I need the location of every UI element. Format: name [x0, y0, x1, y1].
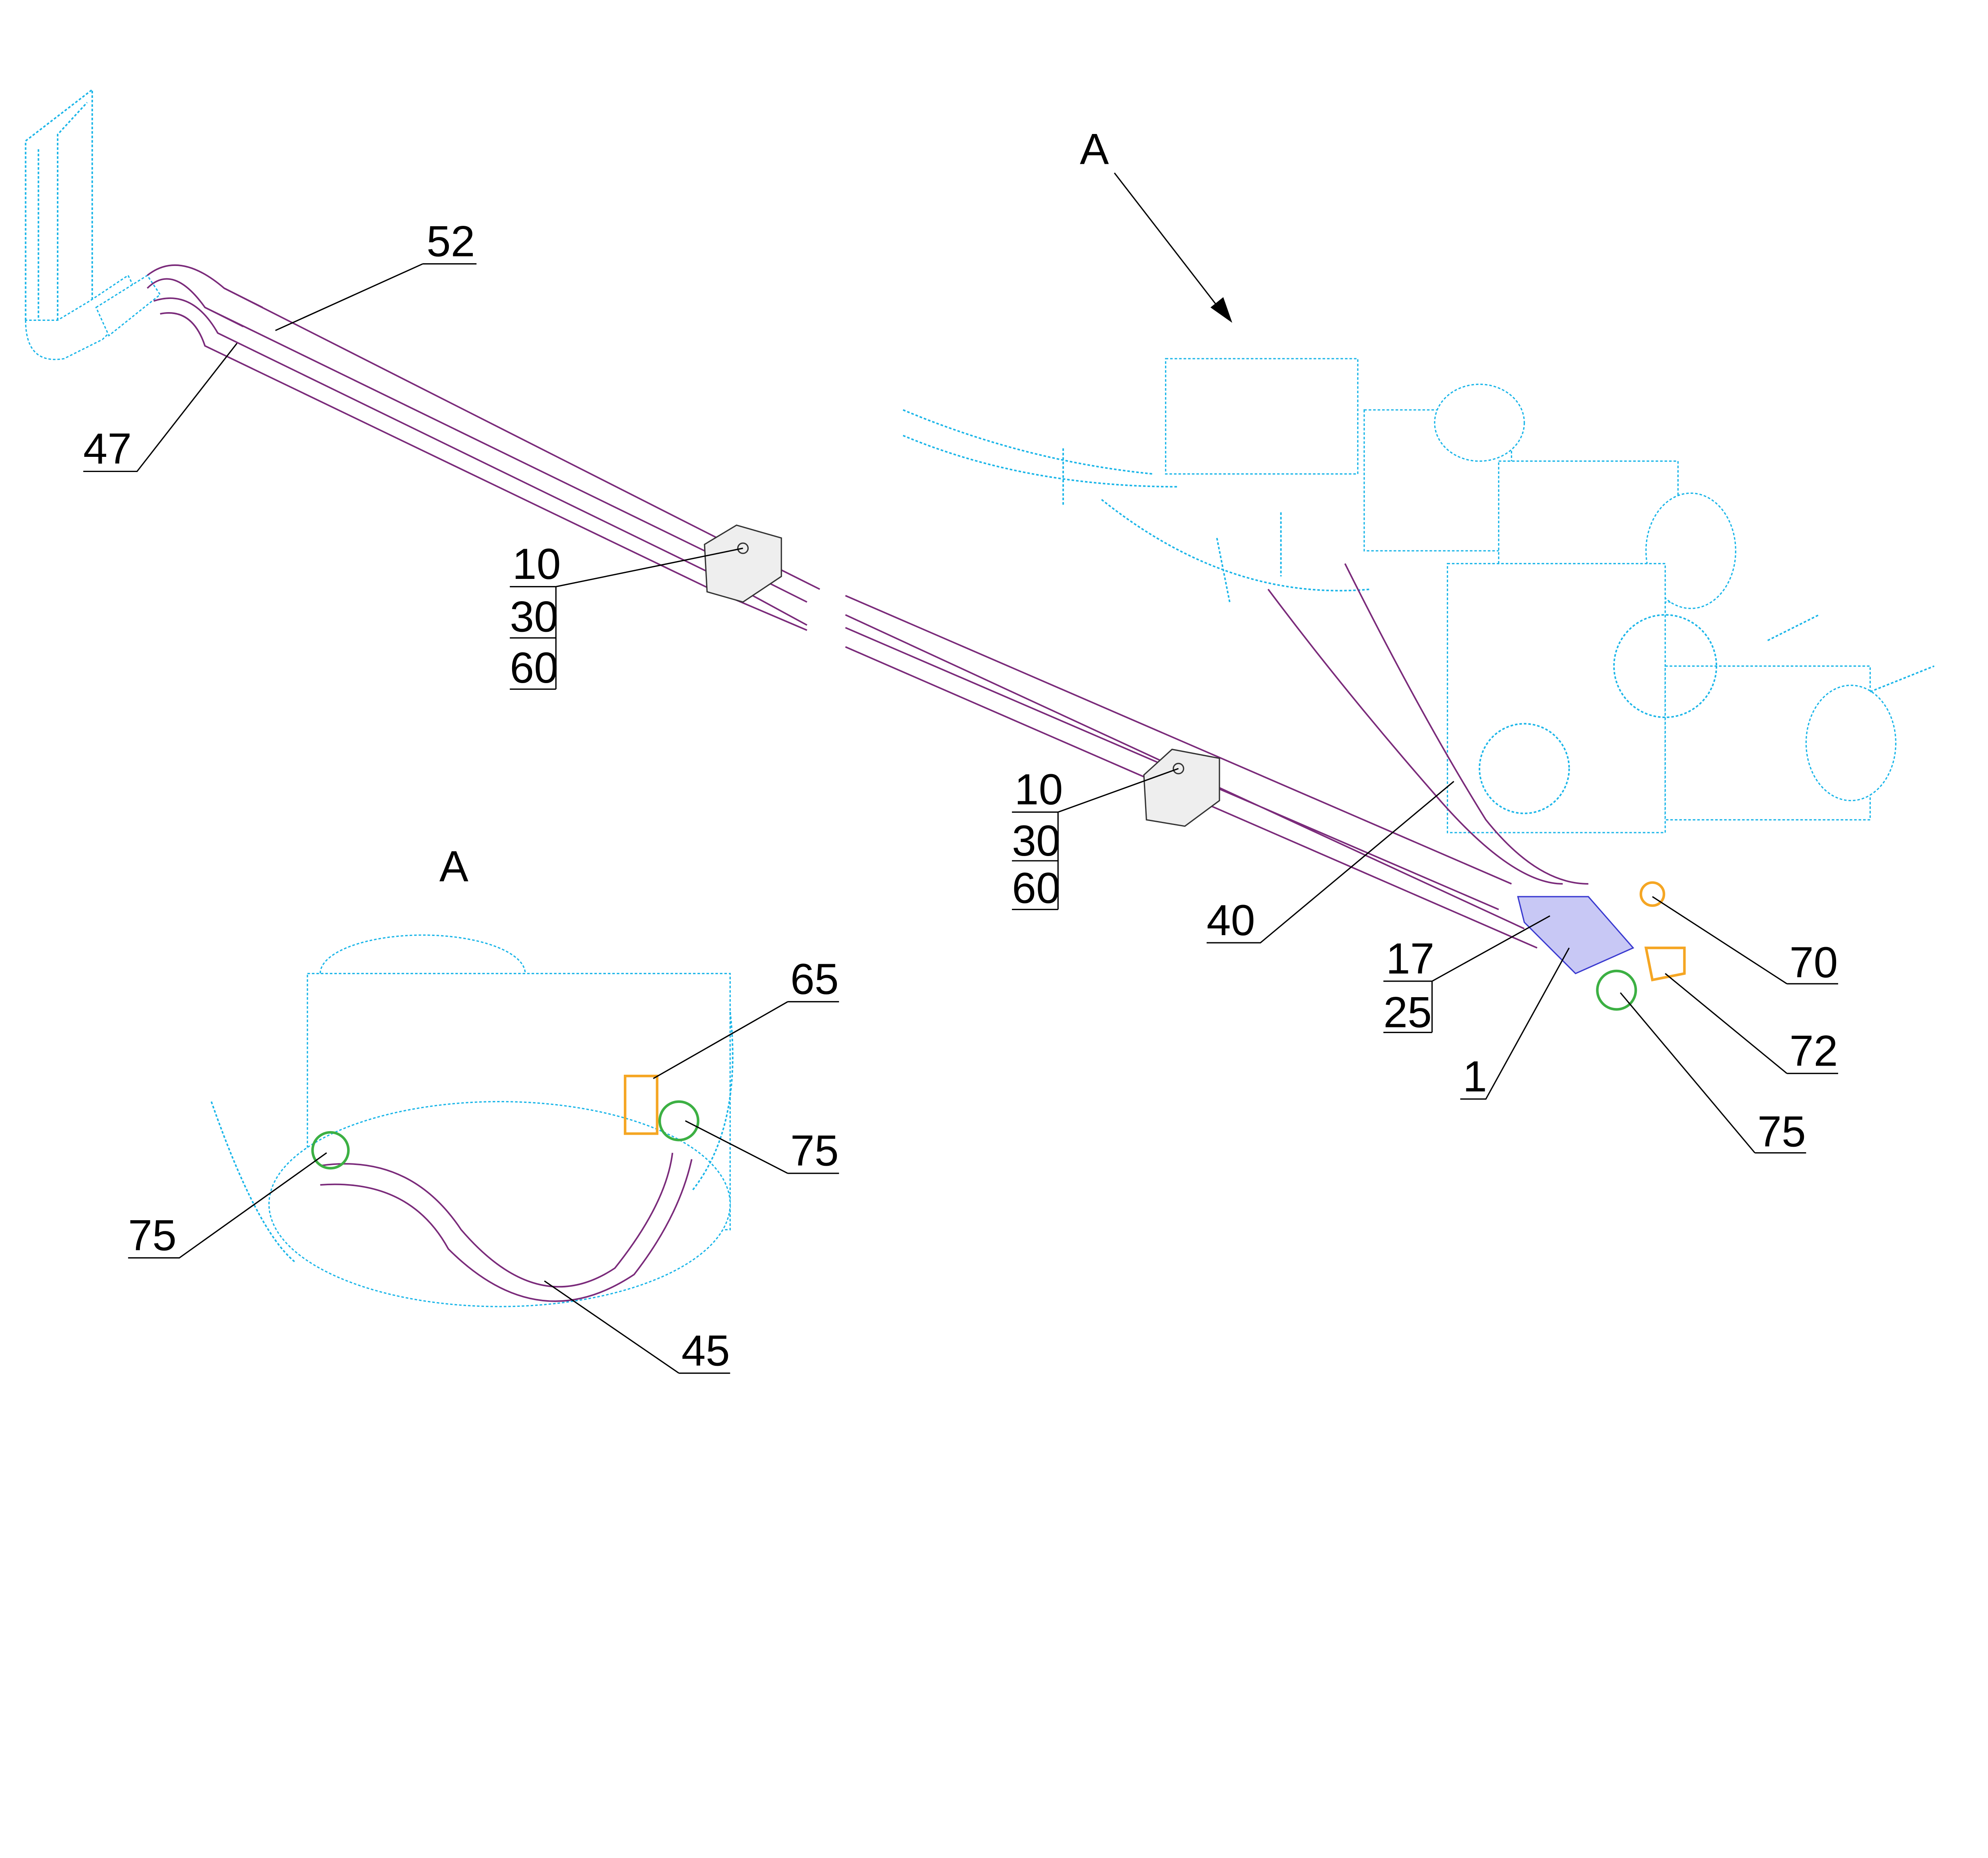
- callout-60-text: 60: [510, 644, 558, 692]
- clamp-2: [1143, 748, 1220, 827]
- callout-52-text: 52: [427, 217, 475, 266]
- callout-75-main: 75: [1620, 992, 1806, 1156]
- detail-a-machine: [210, 934, 734, 1307]
- callout-25-text: 25: [1383, 988, 1432, 1037]
- hydraulic-assembly-drawing: A A 52 47 10 30 60 10 30 60 40 17 25 1 7…: [25, 88, 1935, 1375]
- callout-clamp-2: 10 30 60: [1012, 765, 1179, 912]
- callout-30-text: 30: [1012, 817, 1060, 865]
- detail-view-label-a: A: [439, 842, 468, 891]
- pump-unit: [903, 358, 1935, 833]
- callout-75-text: 75: [790, 1127, 839, 1175]
- callout-75-text: 75: [128, 1211, 177, 1260]
- callout-1-text: 1: [1463, 1052, 1487, 1101]
- callout-45-text: 45: [681, 1326, 730, 1375]
- callout-65: 65: [653, 955, 839, 1079]
- callout-17-text: 17: [1386, 934, 1435, 983]
- callout-45: 45: [544, 1280, 730, 1375]
- callout-70-text: 70: [1790, 938, 1838, 987]
- callout-65-text: 65: [790, 955, 839, 1004]
- fittings-main: [1517, 881, 1686, 1011]
- callout-52: 52: [275, 217, 477, 331]
- callout-72: 72: [1665, 973, 1839, 1075]
- view-label-a: A: [1080, 125, 1109, 173]
- view-arrow-a: A: [1080, 125, 1233, 323]
- callout-clamp-1: 10 30 60: [510, 540, 743, 692]
- vertical-pipe-assembly: [25, 88, 161, 360]
- callout-10-text: 10: [1015, 765, 1063, 814]
- callout-30-text: 30: [510, 592, 558, 641]
- callout-1: 1: [1460, 947, 1570, 1101]
- callout-75-detail-right: 75: [685, 1120, 839, 1175]
- callout-75-detail-left: 75: [128, 1152, 327, 1260]
- callout-75-text: 75: [1757, 1107, 1806, 1156]
- callout-40: 40: [1207, 780, 1454, 945]
- callout-40-text: 40: [1207, 896, 1255, 945]
- callout-47-text: 47: [83, 425, 132, 473]
- callout-72-text: 72: [1790, 1027, 1838, 1075]
- callout-60-text: 60: [1012, 864, 1060, 912]
- callout-10-text: 10: [513, 540, 561, 588]
- callout-70: 70: [1652, 896, 1839, 987]
- callout-47: 47: [83, 343, 238, 473]
- callout-17-25: 17 25: [1383, 915, 1550, 1037]
- hose-40: [1267, 563, 1588, 885]
